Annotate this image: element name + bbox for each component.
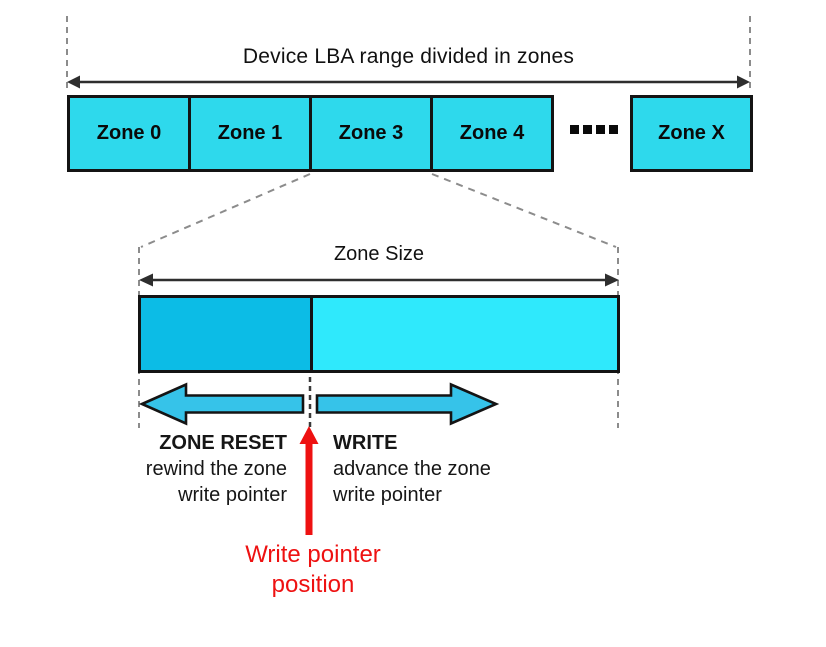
zone-box-1: Zone 1 <box>188 95 312 172</box>
dot <box>570 125 579 134</box>
write-pointer-label-line2: position <box>271 571 355 598</box>
zone-box-0: Zone 0 <box>67 95 191 172</box>
zone-size-label: Zone Size <box>333 243 425 265</box>
written-region <box>141 298 313 370</box>
write-arrow-icon <box>315 382 500 426</box>
ellipsis-dots-icon <box>570 125 618 134</box>
zone-label: Zone 4 <box>459 122 525 144</box>
write-pointer-label: Write pointer position <box>213 540 413 600</box>
arrow-left-head-icon <box>67 75 80 89</box>
write-caption: WRITE advance the zone write pointer <box>333 430 563 508</box>
zone-size-right-head-icon <box>605 273 619 287</box>
arrow-right-head-icon <box>737 75 750 89</box>
zone-label: Zone X <box>658 122 725 144</box>
write-title: WRITE <box>333 432 398 454</box>
zone-label: Zone 3 <box>338 122 404 144</box>
write-pointer-arrow-head-icon <box>299 426 319 444</box>
zone-reset-caption: ZONE RESET rewind the zone write pointer <box>85 430 287 508</box>
write-pointer-arrow-shaft <box>305 442 313 535</box>
zone-size-left-head-icon <box>139 273 153 287</box>
zone-box-3: Zone 3 <box>309 95 433 172</box>
zone-reset-arrow-icon <box>138 382 305 426</box>
dot <box>583 125 592 134</box>
write-desc-line2: write pointer <box>333 484 442 506</box>
zone-label: Zone 1 <box>217 122 283 144</box>
write-desc-line1: advance the zone <box>333 458 491 480</box>
zone-reset-desc-line1: rewind the zone <box>145 458 287 480</box>
diagram-title: Device LBA range divided in zones <box>242 45 575 68</box>
zone-box-x: Zone X <box>630 95 753 172</box>
zoom-guide-left-diagonal <box>140 173 311 248</box>
zone-reset-title: ZONE RESET <box>159 432 287 454</box>
zoom-guide-right-diagonal <box>431 173 617 248</box>
zone-detail-rect <box>138 295 620 373</box>
zone-label: Zone 0 <box>96 122 162 144</box>
write-pointer-label-line1: Write pointer <box>245 541 381 568</box>
dot <box>596 125 605 134</box>
zone-reset-desc-line2: write pointer <box>178 484 287 506</box>
dot <box>609 125 618 134</box>
zone-box-4: Zone 4 <box>430 95 554 172</box>
